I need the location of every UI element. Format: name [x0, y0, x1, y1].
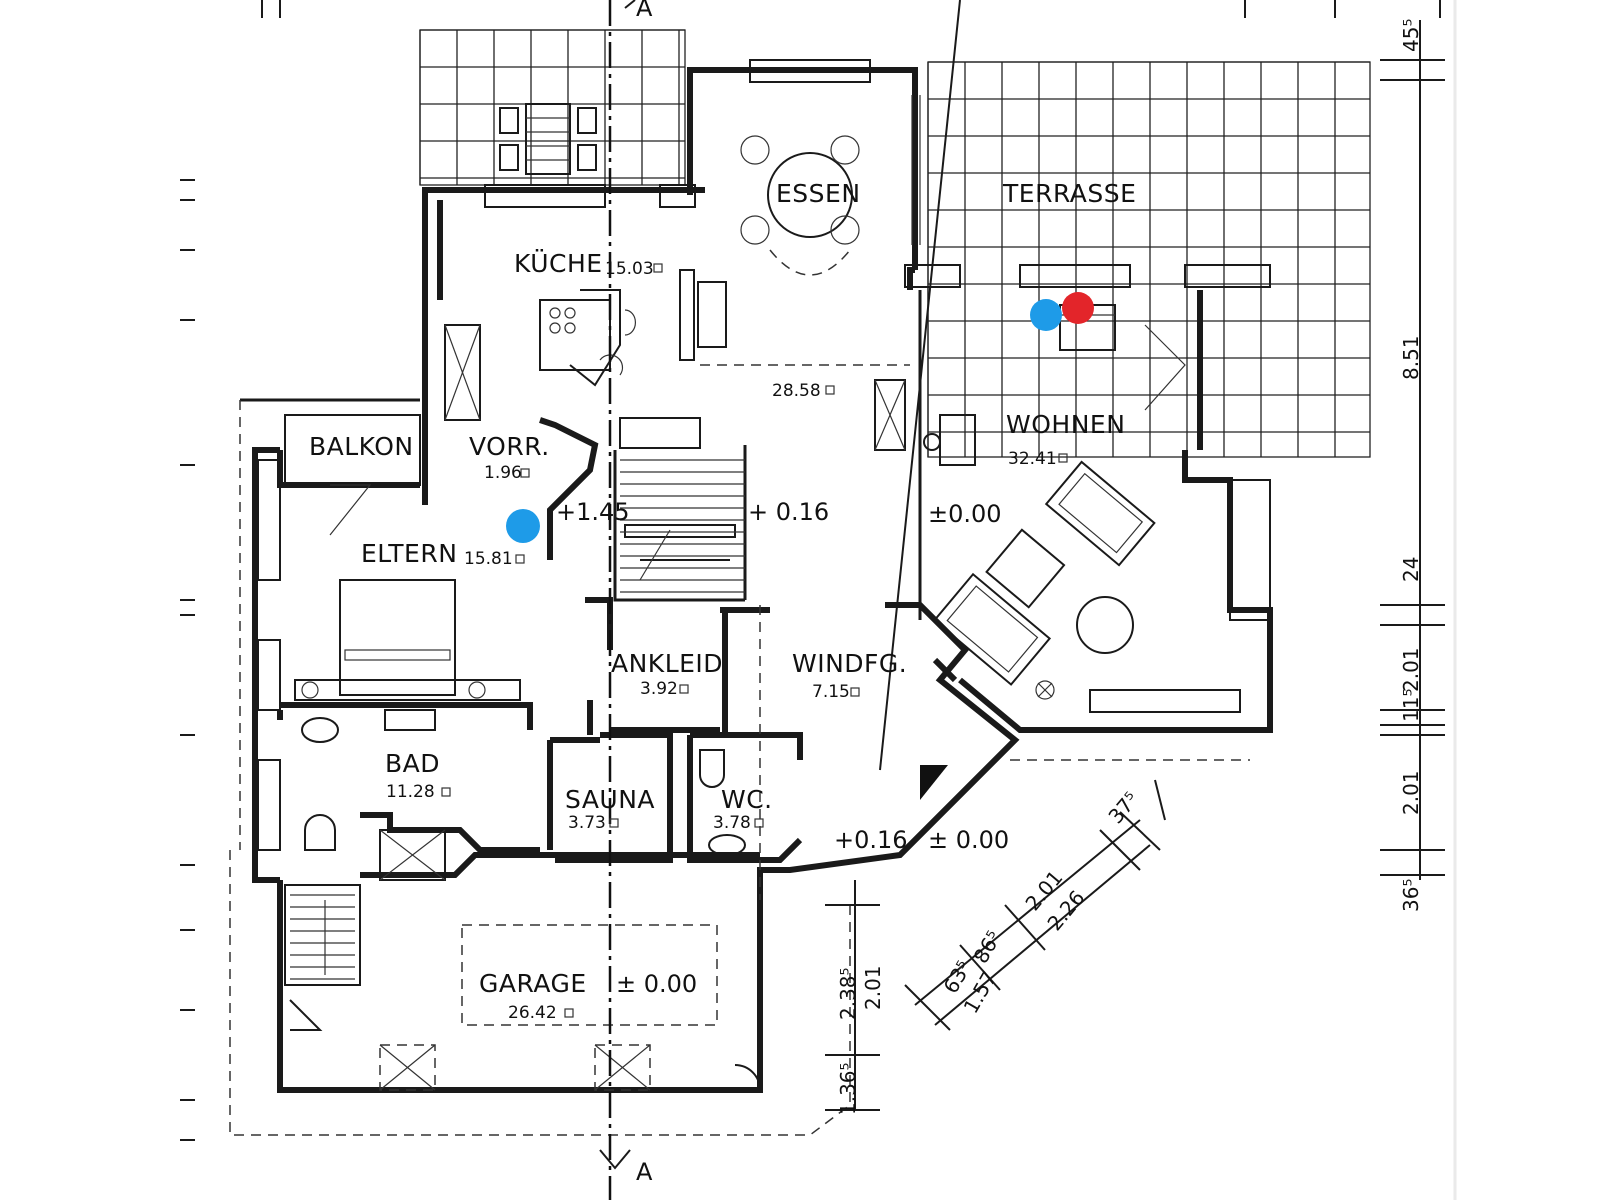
- garage-stair: [290, 894, 355, 980]
- staircase: [620, 459, 745, 593]
- marker-blue-wohnen: [1030, 299, 1062, 331]
- level-labels: +1.45 + 0.16 ±0.00 +0.16 ± 0.00 ± 0.00: [556, 498, 1009, 998]
- entry-arrow: [920, 765, 948, 800]
- exterior-walls: [239, 0, 1273, 1093]
- dim-garage-1365: 1.36⁵: [836, 1062, 860, 1115]
- room-eltern: ELTERN: [361, 539, 457, 568]
- bedroom-bed: [294, 484, 521, 701]
- top-margin-ticks: [261, 0, 1441, 18]
- room-balkon: BALKON: [309, 432, 414, 461]
- room-wc: WC.: [721, 785, 773, 814]
- area-eltern: 15.81: [464, 549, 513, 569]
- drawing-line: [639, 529, 671, 581]
- section-marker-top: A: [636, 0, 653, 22]
- room-wohnen: WOHNEN: [1006, 410, 1125, 439]
- position-markers: [506, 292, 1094, 543]
- area-sauna: 3.73: [568, 813, 606, 833]
- room-vorr: VORR.: [469, 432, 550, 461]
- garage-dimension-chain: [825, 880, 880, 1111]
- diagonal-dimension-chain: [904, 779, 1166, 1031]
- dim-garage-201: 2.01: [861, 965, 885, 1010]
- area-windfg: 7.15: [812, 682, 850, 702]
- kitchen-island: [444, 269, 727, 421]
- garage-fixtures: [289, 999, 761, 1091]
- area-dining: 28.58: [772, 381, 821, 401]
- marker-red-wohnen: [1062, 292, 1094, 324]
- level-outside: ± 0.00: [928, 826, 1009, 854]
- kitchen-terrace-tiles: [419, 29, 686, 186]
- bath-fixtures: [301, 709, 746, 881]
- level-entry: +0.16: [834, 826, 908, 854]
- area-wc: 3.78: [713, 813, 751, 833]
- area-kueche: 15.03: [605, 259, 654, 279]
- area-garage: 26.42: [508, 1003, 557, 1023]
- dim-right-main: 8.51: [1399, 335, 1423, 380]
- dim-right-201b: 2.01: [1399, 770, 1423, 815]
- area-symbols: [441, 263, 1068, 1018]
- interior-dashed: [229, 364, 1250, 1136]
- room-terrasse: TERRASSE: [1002, 179, 1136, 208]
- dim-right-top: 45⁵: [1399, 19, 1423, 52]
- left-margin-ticks: [180, 179, 195, 1141]
- room-bad: BAD: [385, 749, 440, 778]
- level-wohnen: ±0.00: [928, 500, 1002, 528]
- area-vorr: 1.96: [484, 463, 522, 483]
- area-wohnen: 32.41: [1008, 449, 1057, 469]
- room-windfg: WINDFG.: [792, 649, 907, 678]
- room-sauna: SAUNA: [565, 785, 655, 814]
- room-kueche: KÜCHE: [514, 249, 603, 278]
- dim-right-201a: 2.01: [1399, 647, 1423, 692]
- dim-right-365: 36⁵: [1399, 879, 1423, 912]
- living-furniture: [874, 304, 1186, 700]
- terrace-tiles: [927, 61, 1371, 458]
- paper-margin: [1455, 0, 1600, 1200]
- section-marker-bottom: A: [636, 1158, 653, 1186]
- marker-blue-eltern: [506, 509, 540, 543]
- right-dimension-chain: [1380, 20, 1445, 880]
- section-axis: [599, 0, 636, 1200]
- level-garage: ± 0.00: [616, 970, 697, 998]
- dim-garage-2385: 2.38⁵: [836, 967, 860, 1020]
- room-garage: GARAGE: [479, 969, 587, 998]
- level-hall: + 0.16: [748, 498, 829, 526]
- dining-table: [740, 135, 860, 276]
- level-stair: +1.45: [556, 498, 630, 526]
- dim-right-115: 11⁵: [1399, 689, 1423, 722]
- room-ankleid: ANKLEID: [611, 649, 723, 678]
- dim-right-24: 24: [1399, 557, 1423, 582]
- room-labels: A A ESSEN TERRASSE KÜCHE 15.03 28.58 WOH…: [309, 0, 1136, 1186]
- area-bad: 11.28: [386, 782, 435, 802]
- outdoor-table: [499, 103, 597, 175]
- room-essen: ESSEN: [776, 179, 861, 208]
- area-ankleid: 3.92: [640, 679, 678, 699]
